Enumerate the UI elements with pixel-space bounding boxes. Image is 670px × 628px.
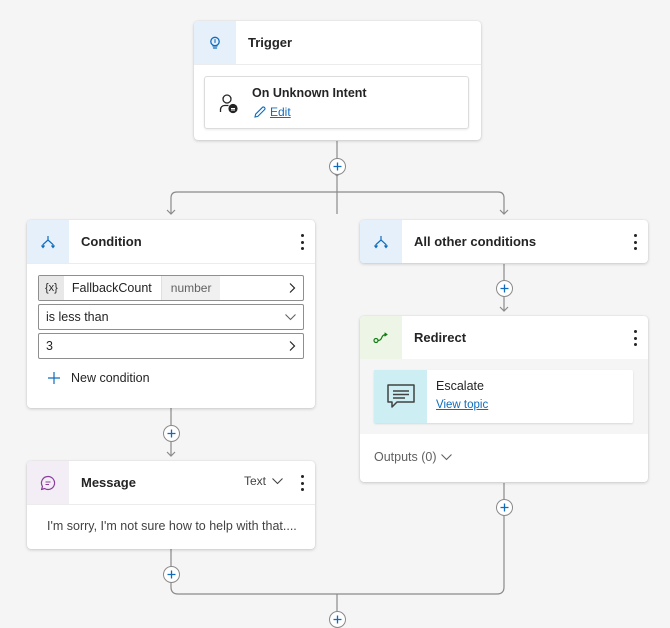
more-options-icon[interactable] <box>632 330 638 346</box>
chevron-down-icon <box>272 478 283 485</box>
variable-name: FallbackCount <box>71 281 152 295</box>
view-topic-link[interactable]: View topic <box>436 399 489 411</box>
variable-type-chip: number <box>160 276 221 300</box>
condition-value: 3 <box>46 339 53 353</box>
branch-icon <box>27 220 69 263</box>
variable-prefix-chip: {x} <box>39 276 64 300</box>
pencil-icon <box>254 106 266 118</box>
add-node-button[interactable] <box>496 499 513 516</box>
chevron-right-icon[interactable] <box>287 340 297 352</box>
user-status-icon <box>219 93 239 120</box>
condition-title: Condition <box>81 234 142 249</box>
chevron-down-icon <box>285 314 296 321</box>
lightbulb-icon <box>194 21 236 64</box>
message-text[interactable]: I'm sorry, I'm not sure how to help with… <box>47 519 297 533</box>
condition-variable-field[interactable]: {x} FallbackCount number <box>38 275 304 301</box>
trigger-card[interactable]: Trigger On Unknown Intent Edit <box>194 21 481 140</box>
branch-icon <box>360 220 402 263</box>
more-options-icon[interactable] <box>299 475 305 491</box>
condition-value-field[interactable]: 3 <box>38 333 304 359</box>
plus-icon <box>500 284 509 293</box>
message-format-dropdown[interactable]: Text <box>244 474 284 488</box>
message-card[interactable]: Message Text I'm sorry, I'm not sure how… <box>27 461 315 549</box>
chevron-down-icon <box>440 454 452 461</box>
trigger-title: Trigger <box>248 35 293 50</box>
plus-icon <box>333 615 342 624</box>
trigger-event-label: On Unknown Intent <box>252 86 367 100</box>
add-node-button[interactable] <box>329 158 346 175</box>
new-condition-button[interactable]: New condition <box>47 371 150 385</box>
plus-icon <box>48 372 60 384</box>
message-format-label: Text <box>243 474 266 488</box>
trigger-event-box[interactable]: On Unknown Intent Edit <box>204 76 469 129</box>
outputs-toggle[interactable]: Outputs (0) <box>374 450 453 464</box>
topic-name: Escalate <box>436 379 484 393</box>
plus-icon <box>167 570 176 579</box>
redirect-card[interactable]: Redirect Escalate View topic Outputs (0) <box>360 316 648 482</box>
all-other-conditions-title: All other conditions <box>414 234 537 249</box>
edit-link[interactable]: Edit <box>253 105 291 119</box>
outputs-label: Outputs (0) <box>374 450 437 464</box>
add-node-button[interactable] <box>329 611 346 628</box>
topic-box[interactable]: Escalate View topic <box>374 370 633 423</box>
plus-icon <box>333 162 342 171</box>
redirect-arrow-icon <box>360 316 402 359</box>
redirect-title: Redirect <box>414 330 467 345</box>
add-node-button[interactable] <box>163 566 180 583</box>
new-condition-label: New condition <box>71 371 150 385</box>
plus-icon <box>500 503 509 512</box>
operator-dropdown[interactable]: is less than <box>38 304 304 330</box>
all-other-conditions-card[interactable]: All other conditions <box>360 220 648 263</box>
edit-link-label[interactable]: Edit <box>270 105 291 119</box>
condition-card[interactable]: Condition {x} FallbackCount number is le… <box>27 220 315 408</box>
chevron-right-icon[interactable] <box>287 282 297 294</box>
chat-topic-icon <box>374 370 427 423</box>
more-options-icon[interactable] <box>632 234 638 250</box>
more-options-icon[interactable] <box>299 234 305 250</box>
redirect-body: Escalate View topic <box>360 359 648 434</box>
add-node-button[interactable] <box>496 280 513 297</box>
operator-value: is less than <box>46 310 109 324</box>
message-title: Message <box>81 475 136 490</box>
add-node-button[interactable] <box>163 425 180 442</box>
plus-icon <box>167 429 176 438</box>
chat-bubble-icon <box>27 461 69 504</box>
